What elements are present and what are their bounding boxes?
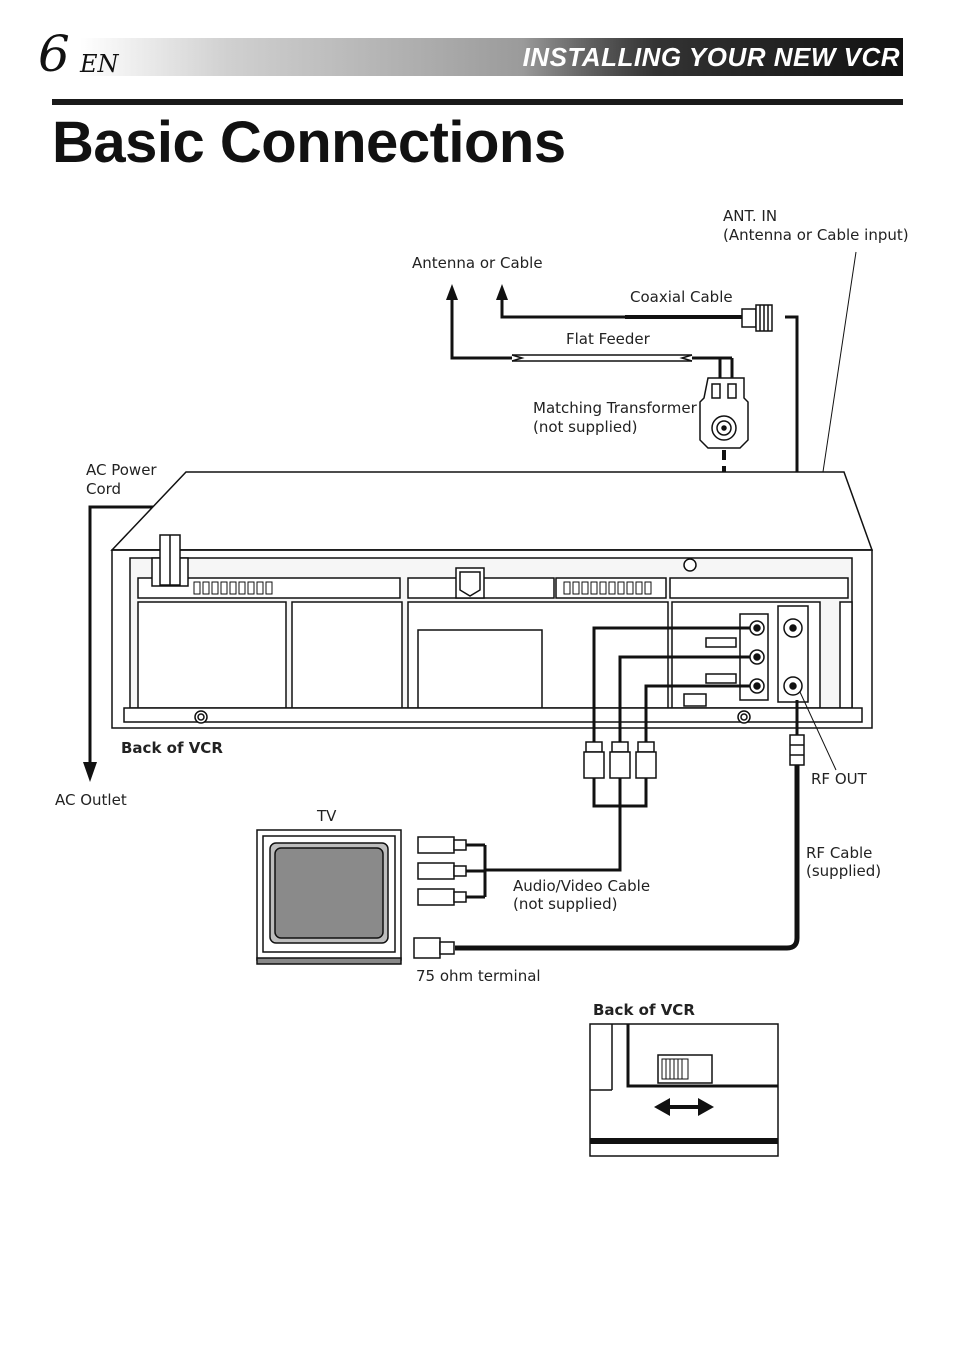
vcr-rf-jacks <box>777 605 809 703</box>
label-ant-in: ANT. IN <box>723 207 778 225</box>
label-rf-cable: RF Cable <box>806 844 873 862</box>
coax-connector <box>741 304 773 332</box>
flat-feeder <box>511 354 734 378</box>
av-cable-wires <box>592 626 750 742</box>
matching-transformer <box>699 377 749 449</box>
vcr-vents-left <box>193 581 273 595</box>
section-title: INSTALLING YOUR NEW VCR <box>522 42 900 72</box>
label-matching-transformer-sub: (not supplied) <box>533 418 638 436</box>
label-rf-out: RF OUT <box>811 770 867 788</box>
av-plugs <box>583 741 657 779</box>
av-cable-bundle <box>465 778 648 899</box>
inset-back-of-vcr <box>589 1023 779 1157</box>
rf-cable <box>455 765 800 951</box>
antenna-arrow-head-1 <box>446 284 458 300</box>
rf-out-leader <box>799 691 837 771</box>
label-ohm-terminal: 75 ohm terminal <box>416 967 541 985</box>
label-ac-power-cord-1: AC Power <box>86 461 157 479</box>
label-ant-in-sub: (Antenna or Cable input) <box>723 226 909 244</box>
label-av-cable: Audio/Video Cable <box>513 877 651 895</box>
label-back-of-vcr: Back of VCR <box>121 739 223 757</box>
label-ac-power-cord-2: Cord <box>86 480 122 498</box>
header-dark-band <box>523 38 903 76</box>
rf-plug-vcr <box>789 734 805 766</box>
page-title: Basic Connections <box>52 110 566 175</box>
ac-outlet-arrow <box>83 762 97 782</box>
rf-plug-tv <box>413 937 455 959</box>
tv-av-plugs <box>417 836 467 906</box>
tv-set <box>256 829 402 965</box>
label-tv: TV <box>317 807 337 825</box>
label-matching-transformer: Matching Transformer <box>533 399 697 417</box>
antenna-arrow-head-2 <box>496 284 508 300</box>
label-rf-cable-sub: (supplied) <box>806 862 882 880</box>
label-ac-outlet: AC Outlet <box>55 791 127 809</box>
double-arrow-icon <box>654 1098 714 1116</box>
label-antenna-or-cable: Antenna or Cable <box>412 254 543 272</box>
vcr-power-socket <box>151 534 189 587</box>
page-language: EN <box>80 50 119 78</box>
vcr-screws <box>194 558 751 724</box>
title-rule <box>52 99 903 105</box>
vcr-vents-right <box>563 581 652 595</box>
page-number: 6 <box>38 25 70 83</box>
label-flat-feeder: Flat Feeder <box>566 330 650 348</box>
vcr-center-clip <box>455 567 485 599</box>
label-back-of-vcr-inset: Back of VCR <box>593 1001 695 1019</box>
label-coaxial-cable: Coaxial Cable <box>630 288 733 306</box>
antenna-arrows <box>450 300 625 360</box>
label-av-cable-sub: (not supplied) <box>513 895 618 913</box>
